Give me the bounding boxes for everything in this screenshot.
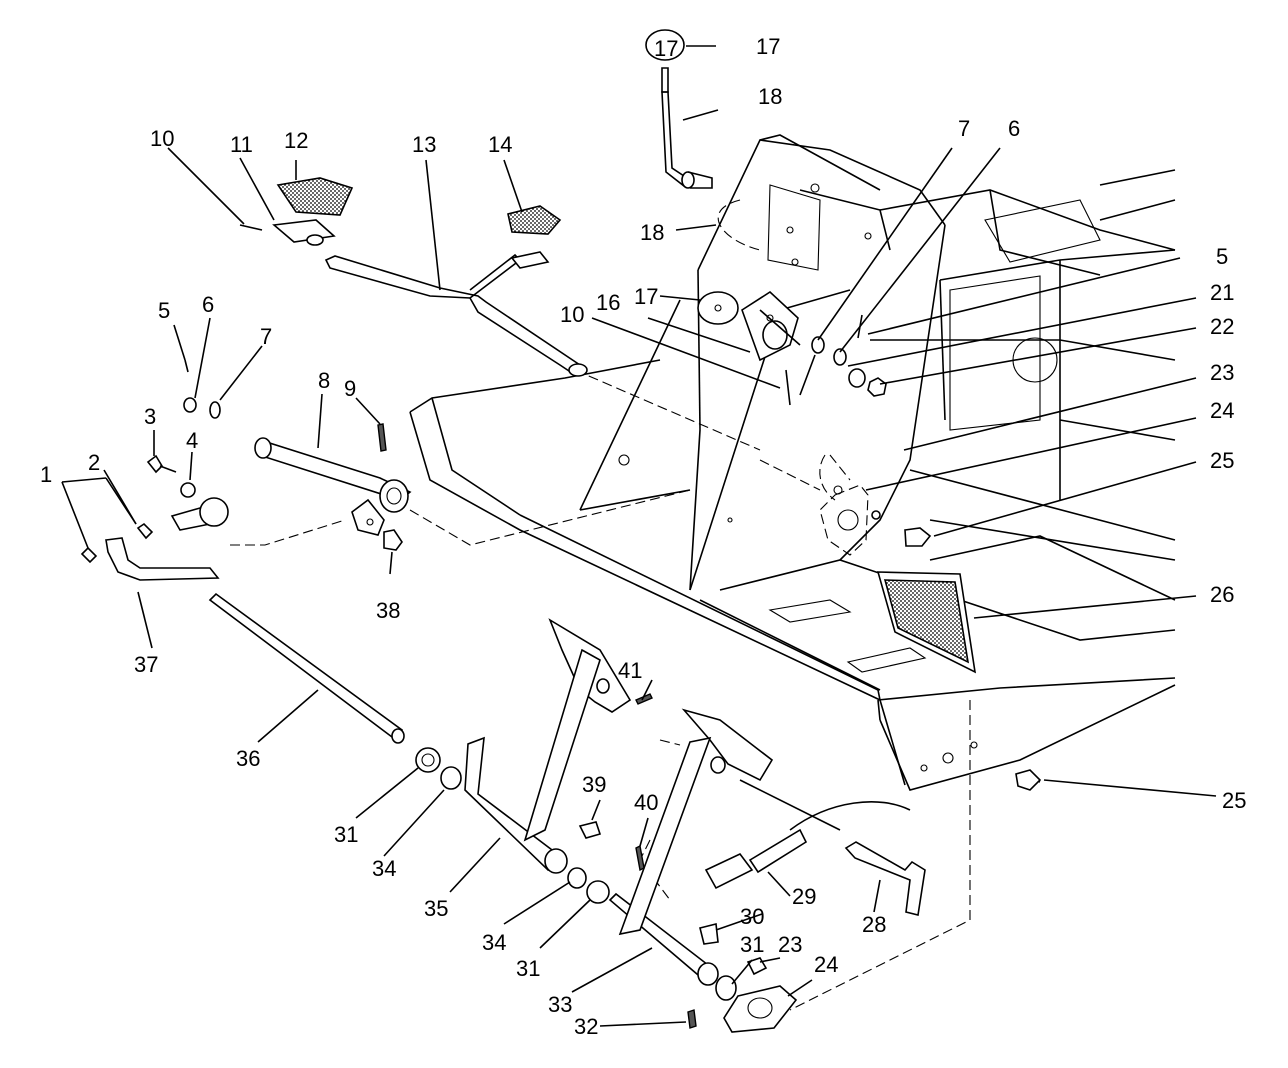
callout-6: 6 xyxy=(1008,116,1021,141)
callout-5: 5 xyxy=(158,298,171,323)
pedal-pad-14 xyxy=(507,205,562,235)
callout-3: 3 xyxy=(144,404,157,429)
callout-35: 35 xyxy=(424,896,449,921)
callout-40: 40 xyxy=(634,790,659,815)
callout-31: 31 xyxy=(740,932,765,957)
callout-19: 17 xyxy=(654,36,679,61)
callout-10: 10 xyxy=(150,126,175,151)
callout-24: 24 xyxy=(1210,398,1235,423)
floor-mat-26 xyxy=(876,571,977,674)
callout-18: 18 xyxy=(640,220,665,245)
callout-25: 25 xyxy=(1222,788,1247,813)
callout-19: 17 xyxy=(756,34,781,59)
callout-12: 12 xyxy=(284,128,309,153)
lever-knob xyxy=(645,29,685,61)
callout-11: 11 xyxy=(230,132,253,157)
callout-14: 14 xyxy=(488,132,513,157)
callout-2: 2 xyxy=(88,450,101,475)
callout-7: 7 xyxy=(260,324,273,349)
callout-30: 30 xyxy=(740,904,765,929)
callout-39: 39 xyxy=(582,772,607,797)
callout-29: 29 xyxy=(792,884,817,909)
callout-5: 5 xyxy=(1216,244,1229,269)
callout-41: 41 xyxy=(618,658,643,683)
callout-24: 24 xyxy=(814,952,839,977)
callout-25: 25 xyxy=(1210,448,1235,473)
callout-10: 10 xyxy=(560,302,585,327)
left-linkage xyxy=(80,359,412,581)
callout-31: 31 xyxy=(334,822,359,847)
callout-22: 22 xyxy=(1210,314,1235,339)
callout-23: 23 xyxy=(778,932,803,957)
callout-4: 4 xyxy=(186,428,199,453)
shift-lever-assembly xyxy=(645,29,713,189)
callout-9: 9 xyxy=(344,376,357,401)
callout-21: 21 xyxy=(1210,280,1235,305)
callout-8: 8 xyxy=(318,368,331,393)
leader-lines xyxy=(61,45,1217,1027)
bearing-plate-upper xyxy=(819,484,932,556)
callout-36: 36 xyxy=(236,746,261,771)
callout-17: 17 xyxy=(634,284,659,309)
callout-23: 23 xyxy=(1210,360,1235,385)
callout-32: 32 xyxy=(574,1014,599,1039)
callout-6: 6 xyxy=(202,292,215,317)
callout-28: 28 xyxy=(862,912,887,937)
callout-26: 26 xyxy=(1210,582,1235,607)
control-linkage xyxy=(697,290,887,406)
lower-pedal-assembly xyxy=(208,592,1042,1033)
upper-pedal-assembly xyxy=(239,177,588,377)
callout-16: 16 xyxy=(596,290,621,315)
callout-1: 1 xyxy=(40,462,53,487)
callout-31: 31 xyxy=(516,956,541,981)
callout-20: 18 xyxy=(758,84,783,109)
callout-37: 37 xyxy=(134,652,159,677)
callout-34: 34 xyxy=(482,930,507,955)
callout-34: 34 xyxy=(372,856,397,881)
callout-38: 38 xyxy=(376,598,401,623)
callout-33: 33 xyxy=(548,992,573,1017)
callout-7: 7 xyxy=(958,116,971,141)
callout-13: 13 xyxy=(412,132,437,157)
pedal-pad-12 xyxy=(276,177,354,216)
